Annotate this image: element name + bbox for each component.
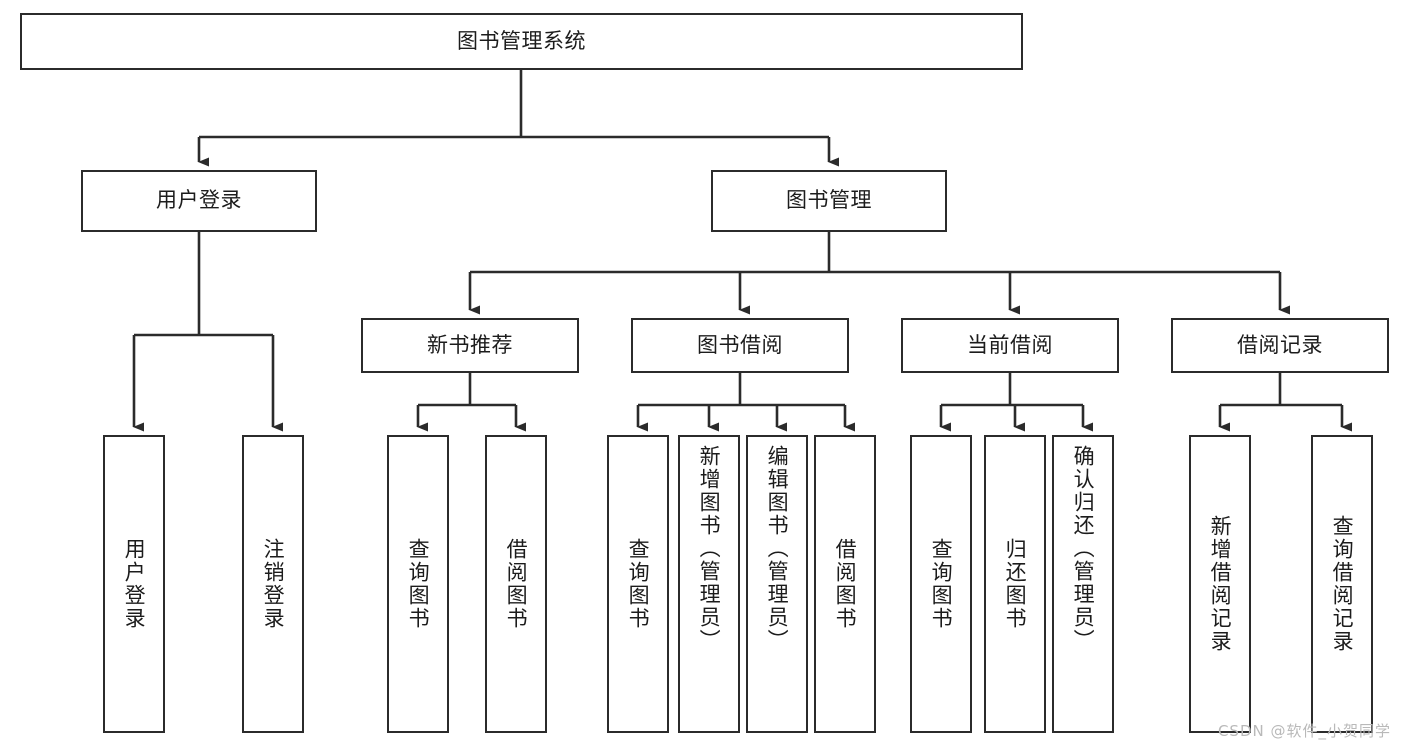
node-label: 图书借阅: [697, 332, 783, 357]
node-label: 注销登录: [261, 538, 286, 630]
node-label: 新增借阅记录: [1208, 515, 1233, 653]
node-book_manage[interactable]: 图书管理: [711, 170, 947, 232]
node-label: 用户登录: [156, 188, 242, 213]
node-label: 图书管理: [786, 188, 872, 213]
node-label: 借阅图书: [504, 538, 529, 630]
node-leaf_add_record[interactable]: 新增借阅记录: [1189, 435, 1251, 733]
node-label: 新增图书（管理员）: [697, 445, 722, 652]
node-borrow_record[interactable]: 借阅记录: [1171, 318, 1389, 373]
node-label: 图书管理系统: [457, 28, 586, 53]
node-current_borrow[interactable]: 当前借阅: [901, 318, 1119, 373]
node-leaf_edit_book[interactable]: 编辑图书（管理员）: [746, 435, 808, 733]
node-label: 查询图书: [406, 538, 431, 630]
node-new_book_rec[interactable]: 新书推荐: [361, 318, 579, 373]
node-label: 查询借阅记录: [1330, 515, 1355, 653]
node-label: 借阅图书: [833, 538, 858, 630]
node-label: 编辑图书（管理员）: [765, 445, 790, 652]
node-leaf_borrow_book_rec[interactable]: 借阅图书: [485, 435, 547, 733]
node-leaf_query_book_c[interactable]: 查询图书: [910, 435, 972, 733]
node-label: 新书推荐: [427, 332, 513, 357]
node-label: 用户登录: [122, 538, 147, 630]
node-leaf_query_book_b[interactable]: 查询图书: [607, 435, 669, 733]
node-leaf_user_login[interactable]: 用户登录: [103, 435, 165, 733]
node-leaf_query_record[interactable]: 查询借阅记录: [1311, 435, 1373, 733]
node-leaf_add_book[interactable]: 新增图书（管理员）: [678, 435, 740, 733]
node-leaf_confirm_return[interactable]: 确认归还（管理员）: [1052, 435, 1114, 733]
node-root[interactable]: 图书管理系统: [20, 13, 1023, 70]
node-label: 借阅记录: [1237, 332, 1323, 357]
node-user_login[interactable]: 用户登录: [81, 170, 317, 232]
node-label: 确认归还（管理员）: [1071, 445, 1096, 652]
node-label: 查询图书: [626, 538, 651, 630]
node-leaf_user_logout[interactable]: 注销登录: [242, 435, 304, 733]
node-label: 查询图书: [929, 538, 954, 630]
node-label: 当前借阅: [967, 332, 1053, 357]
node-leaf_query_book_rec[interactable]: 查询图书: [387, 435, 449, 733]
node-book_borrow[interactable]: 图书借阅: [631, 318, 849, 373]
connector-group: [132, 70, 1352, 432]
node-leaf_return_book[interactable]: 归还图书: [984, 435, 1046, 733]
node-label: 归还图书: [1003, 538, 1028, 630]
node-leaf_borrow_book_b[interactable]: 借阅图书: [814, 435, 876, 733]
